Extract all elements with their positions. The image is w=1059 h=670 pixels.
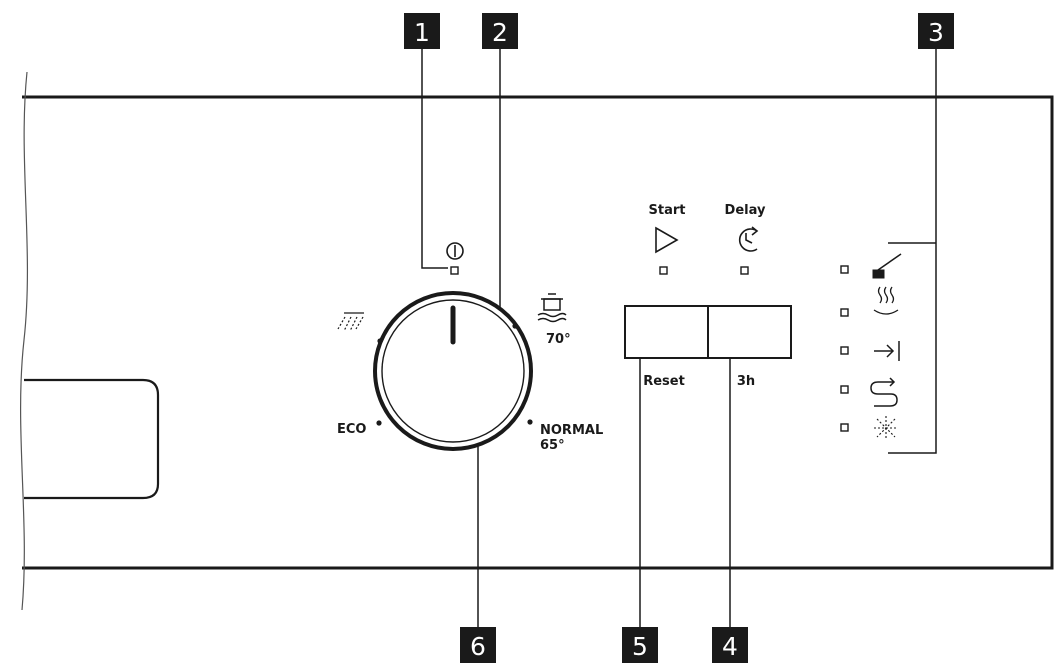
callout-1: 1 xyxy=(404,13,440,49)
pot-icon xyxy=(537,293,567,323)
start-reset-button[interactable] xyxy=(624,305,709,359)
leader-lines xyxy=(421,48,937,627)
callout-4: 4 xyxy=(712,627,748,663)
normal-temp-label: 65° xyxy=(540,438,565,453)
indicator-light-1 xyxy=(840,265,849,274)
play-icon xyxy=(655,226,679,254)
rinse-program-icon xyxy=(337,312,364,332)
svg-text:1: 1 xyxy=(414,18,430,47)
delay-button[interactable] xyxy=(707,305,792,359)
power-icon xyxy=(446,242,464,260)
program-dial[interactable] xyxy=(373,291,533,451)
svg-text:4: 4 xyxy=(722,632,738,661)
svg-text:6: 6 xyxy=(470,632,486,661)
panel-outline xyxy=(22,95,1054,570)
normal-label: NORMAL xyxy=(540,423,603,438)
callout-3: 3 xyxy=(918,13,954,49)
start-indicator-light xyxy=(659,266,668,275)
indicator-light-5 xyxy=(840,423,849,432)
intensive-temp-label: 70° xyxy=(546,332,571,347)
callout-2: 2 xyxy=(482,13,518,49)
handle-recess xyxy=(24,378,160,500)
reset-label: Reset xyxy=(643,374,685,389)
dial-position-dots xyxy=(376,323,533,426)
clock-icon xyxy=(738,226,759,252)
delay-indicator-light xyxy=(740,266,749,275)
start-label: Start xyxy=(649,203,686,218)
leader-3 xyxy=(888,48,937,454)
eco-label: ECO xyxy=(337,422,366,437)
svg-text:2: 2 xyxy=(492,18,508,47)
hours-label: 3h xyxy=(737,374,755,389)
indicator-light-4 xyxy=(840,385,849,394)
drying-icon xyxy=(873,286,899,315)
indicator-light-3 xyxy=(840,346,849,355)
callout-6: 6 xyxy=(460,627,496,663)
leader-2 xyxy=(462,48,501,319)
indicator-light-2 xyxy=(840,308,849,317)
rinse-icon xyxy=(870,377,898,407)
svg-text:5: 5 xyxy=(632,632,648,661)
salt-sparkle-icon xyxy=(874,416,898,440)
leader-1 xyxy=(421,48,448,269)
brush-icon xyxy=(872,253,902,279)
indicator-lights xyxy=(840,265,849,432)
callout-5: 5 xyxy=(622,627,658,663)
delay-label: Delay xyxy=(725,203,766,218)
panel-cut-edge xyxy=(20,71,29,611)
svg-text:3: 3 xyxy=(928,18,944,47)
power-indicator-light xyxy=(450,266,459,275)
end-arrow-icon xyxy=(874,341,900,361)
